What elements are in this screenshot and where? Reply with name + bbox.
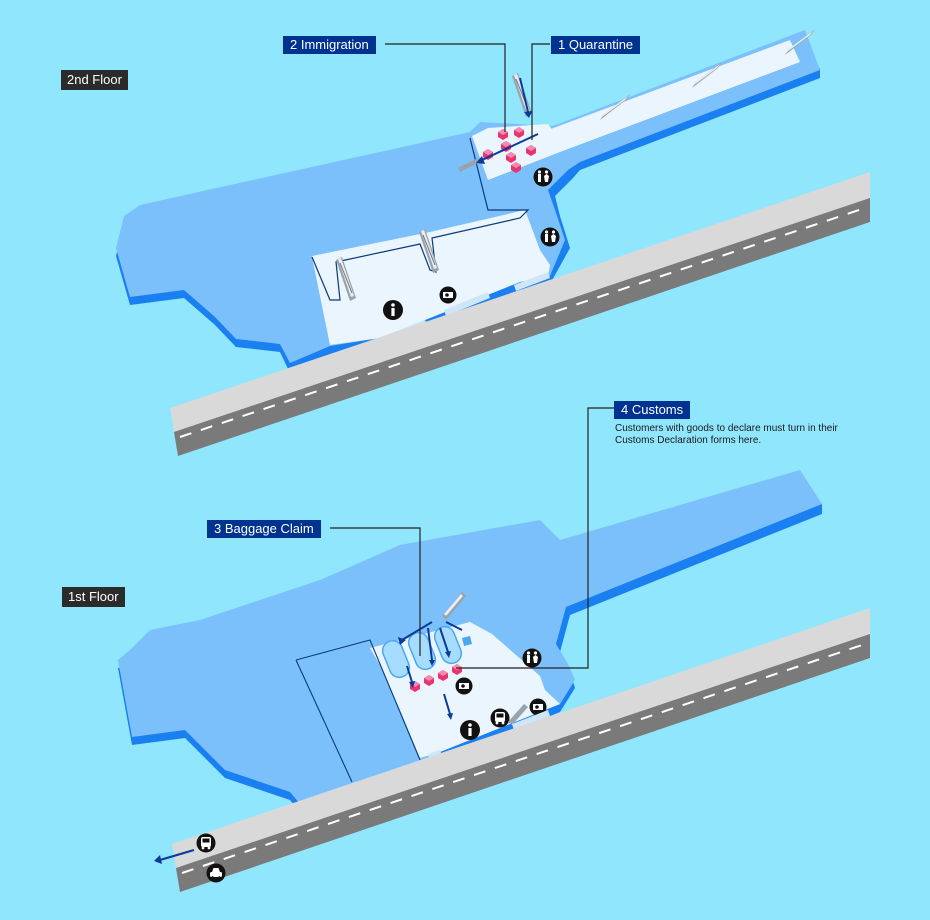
callout-baggage-claim: 3 Baggage Claim xyxy=(207,520,321,538)
first-floor-road xyxy=(172,608,870,892)
escalator-icon xyxy=(458,158,480,172)
information-icon xyxy=(383,300,403,320)
information-icon xyxy=(460,720,480,740)
taxi-icon xyxy=(206,863,226,883)
escalator-icon xyxy=(442,592,466,620)
direction-arrow-icon xyxy=(398,637,453,720)
currency-exchange-icon xyxy=(439,286,457,304)
callout-quarantine: 1 Quarantine xyxy=(551,36,641,54)
restroom-icon xyxy=(540,227,560,247)
bus-icon xyxy=(196,833,216,853)
exit-arrow xyxy=(154,848,195,864)
second-floor-concourse xyxy=(312,210,550,345)
direction-arrow-icon xyxy=(401,621,463,715)
customs-note: Customers with goods to declare must tur… xyxy=(615,423,838,446)
first-floor-plan xyxy=(118,407,822,812)
second-floor-pier xyxy=(548,40,800,152)
restroom-icon xyxy=(533,167,553,187)
currency-exchange-icon xyxy=(455,677,473,695)
callout-customs: 4 Customs xyxy=(614,401,691,419)
second-floor-road xyxy=(170,172,870,456)
direction-arrow-icon xyxy=(476,77,539,164)
escalator-icon xyxy=(511,72,533,118)
callout-immigration: 2 Immigration xyxy=(283,36,376,54)
bus-icon xyxy=(490,708,510,728)
floor-label-1st: 1st Floor xyxy=(62,587,125,607)
restroom-icon xyxy=(522,648,542,668)
floor-label-2nd: 2nd Floor xyxy=(61,70,128,90)
second-floor-inspection-hall xyxy=(472,124,560,180)
second-floor-plan xyxy=(116,29,820,373)
escalator-icon xyxy=(508,704,528,725)
